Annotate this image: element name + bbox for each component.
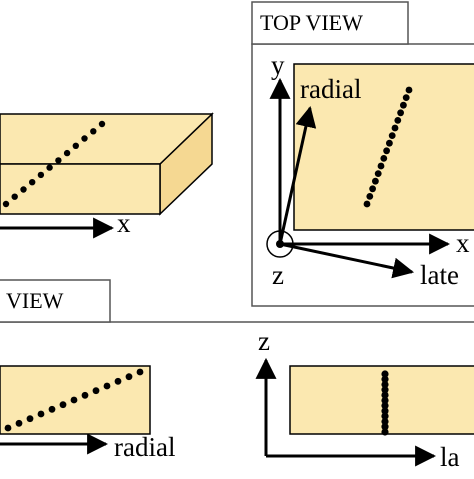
z-axis-out-symbol [266,230,294,258]
slab-3d-dot [81,135,88,142]
top-radial-arrow [278,105,317,245]
top-view-title: TOP VIEW [260,10,363,35]
top-view-dots [363,86,413,208]
top-lateral-label: late [420,260,459,290]
side-view-dot [103,382,111,390]
side-view-dot [37,410,45,418]
side-view-dot [26,415,34,423]
end-z-axis-label: z [258,326,270,356]
top-view-dot [369,185,376,193]
z-axis-out-dot [276,240,284,248]
top-y-axis-label: y [271,50,285,80]
end-view-dot [381,375,389,383]
top-radial-label: radial [300,74,362,104]
slab-3d-dot [90,128,97,135]
slab-3d-dot [37,171,45,179]
top-view-slab [293,63,474,231]
slab-3d-dot [11,193,18,200]
slab-3d-dot [63,149,71,157]
side-view-title-box [0,279,111,323]
end-view-dot [381,407,389,415]
side-view-dot [125,373,133,381]
slab-3d [0,112,214,216]
end-view-dots [381,370,389,436]
end-view-dot [381,380,389,389]
top-view-dot [372,177,379,185]
side-view-dot [136,368,144,376]
side-view-dot [59,401,67,409]
slab-3d-dot [72,142,80,149]
side-view-dots [4,368,144,432]
end-lateral-label: la [440,442,460,472]
side-view-dot [92,387,100,395]
top-view-dot [386,139,393,147]
top-view-dot [388,132,396,140]
end-view-dot [381,428,389,436]
side-view-dot [15,419,23,427]
top-z-axis-label: z [272,260,284,290]
end-view-dot [381,386,389,394]
top-view-dot [391,124,399,132]
end-view-dot [381,402,389,410]
top-view-dot [402,94,410,101]
side-view-dot [70,396,78,404]
top-view-dot [366,193,374,200]
top-view-dot [400,101,407,109]
end-view-dot [381,396,389,404]
top-view-dot [363,200,371,208]
side-view-dot [4,424,12,432]
end-view-dot [381,412,389,420]
end-view-dot [381,391,389,399]
top-view-dot [380,155,388,162]
end-view-dot [381,423,389,431]
top-view-title-box [251,1,409,45]
side-radial-label: radial [114,432,176,462]
slab-3d-dot [98,120,106,128]
slab-3d-dot [20,186,27,193]
side-view-dot [48,405,56,413]
side-view-dot [114,377,122,385]
top-view-dot [405,86,413,94]
top-lateral-arrow [279,242,415,279]
x-axis-label: x [117,208,131,238]
top-view-dot [383,147,390,155]
slab-3d-dot [29,179,36,186]
top-x-axis-label: x [456,228,470,258]
side-view-dot [81,391,89,399]
slab-3d-dot [2,200,10,208]
slab-3d-dots [2,120,106,208]
top-view-dot [377,162,385,170]
top-view-dot [394,117,402,124]
end-view-dot [381,417,389,426]
slab-3d-dot [55,157,62,164]
side-view-title: VIEW [6,288,64,313]
top-view-dot [374,170,382,178]
slab-3d-dot [46,164,53,171]
top-view-dot [397,109,404,117]
end-view-dot [381,370,389,378]
